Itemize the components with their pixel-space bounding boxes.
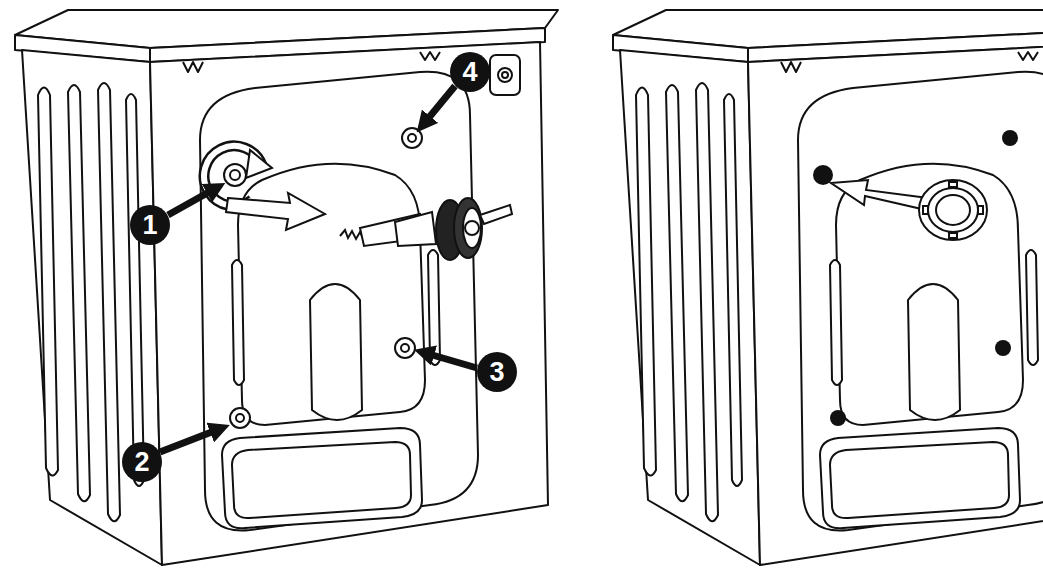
callout-number: 1 [130, 205, 170, 245]
insert-arrow [831, 180, 928, 210]
bolt-holes [813, 130, 1018, 426]
hole-cover-cap [919, 180, 987, 240]
machine-back-left [15, 10, 558, 565]
callout-arrows [160, 86, 477, 452]
removed-bolt [340, 198, 512, 260]
callout-number: 3 [477, 352, 517, 392]
callout-number: 2 [122, 442, 162, 482]
pull-out-arrow [226, 193, 325, 230]
transit-bolts [224, 128, 422, 428]
machine-back-right [613, 10, 1043, 565]
rotation-arrow [204, 146, 272, 206]
callout-number: 4 [450, 52, 490, 92]
